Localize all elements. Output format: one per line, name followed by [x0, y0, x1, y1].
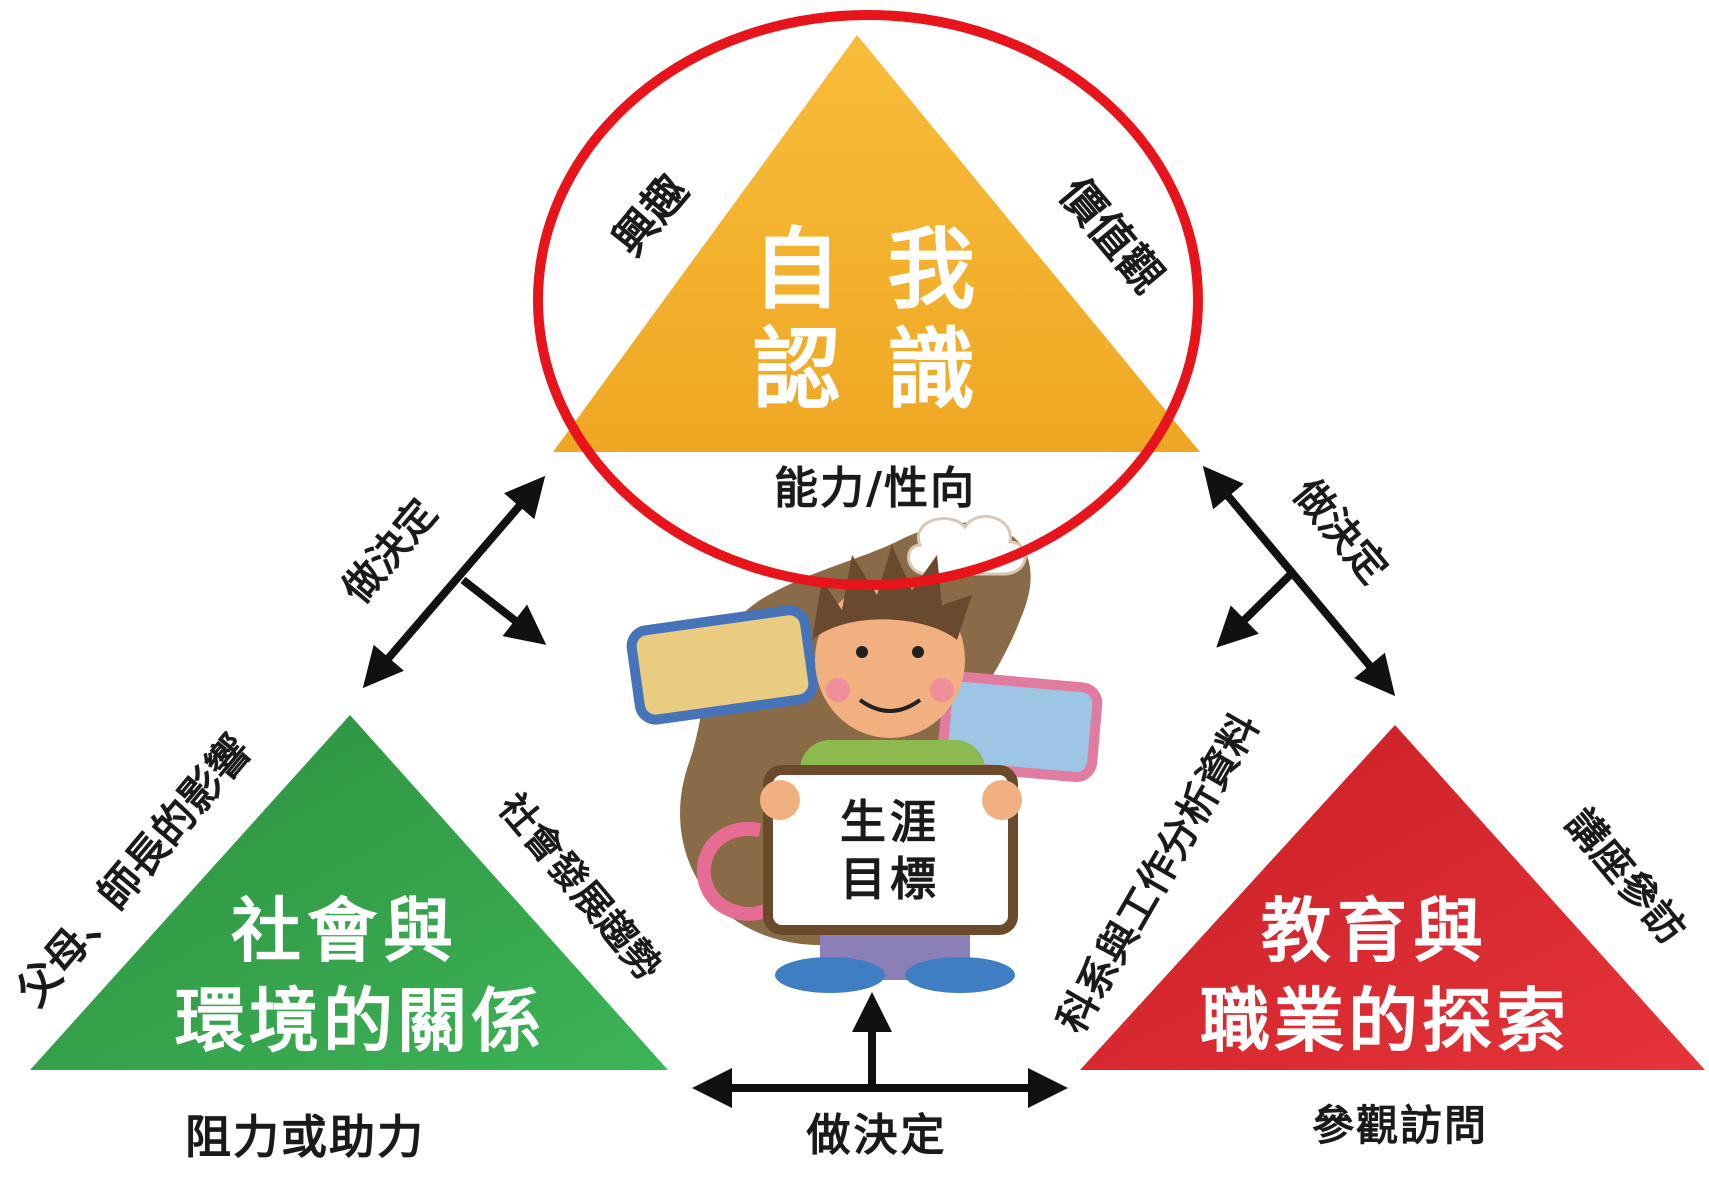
- decision-arrow-left: [362, 475, 547, 689]
- right-shoe: [905, 957, 1015, 993]
- blue-speech-card: [937, 671, 1103, 783]
- cloud-shape: [907, 514, 1027, 576]
- society-environment-title-line2: 環境的關係: [175, 980, 545, 1062]
- decision-label-bottom: 做決定: [806, 1110, 948, 1161]
- values-label: 價值觀: [1049, 168, 1174, 303]
- left-cheek: [826, 678, 850, 702]
- self-awareness-title-line2: 認 識: [753, 318, 984, 421]
- yellow-speech-card: [626, 605, 819, 725]
- decision-arrow-right: [1202, 465, 1396, 697]
- right-arrow-main: [1202, 465, 1396, 697]
- education-occupation-title-line1: 教育與: [1261, 890, 1489, 972]
- left-hand: [760, 780, 800, 820]
- left-arrow-branch: [460, 576, 547, 645]
- ability-aptitude-label: 能力/性向: [774, 463, 976, 514]
- decision-label-right: 做決定: [1283, 470, 1396, 592]
- decision-arrow-bottom: [692, 992, 1068, 1108]
- visit-interview-label: 參觀訪問: [1312, 1101, 1488, 1150]
- right-eye: [912, 646, 924, 658]
- self-awareness-block: 自 我 認 識 興趣 價值觀 能力/性向: [553, 35, 1200, 514]
- mouth: [858, 698, 922, 713]
- resistance-or-support-label: 阻力或助力: [185, 1110, 425, 1164]
- decision-label-left: 做決定: [333, 491, 446, 613]
- right-cheek: [930, 678, 954, 702]
- left-eye: [856, 646, 868, 658]
- career-goal-line1: 生涯: [840, 795, 940, 849]
- education-occupation-triangle: [1080, 725, 1705, 1070]
- society-environment-block: 社會與 環境的關係 父母、師長的影響 社會發展趨勢 阻力或助力: [7, 715, 670, 1164]
- student-character: 生涯 目標: [626, 514, 1103, 993]
- society-environment-title-line1: 社會與: [231, 890, 459, 972]
- left-arrow-main: [362, 475, 546, 689]
- education-occupation-block: 教育與 職業的探索 科系與工作分析資料 講座參訪 參觀訪問: [1049, 706, 1705, 1150]
- highlight-circle: [533, 10, 1203, 590]
- career-goal-line2: 目標: [840, 852, 940, 906]
- education-occupation-title-line2: 職業的探索: [1200, 980, 1570, 1062]
- right-arrow-branch: [1216, 572, 1293, 648]
- self-awareness-triangle: [553, 35, 1200, 452]
- left-shoe: [775, 957, 885, 993]
- society-environment-triangle: [30, 715, 668, 1070]
- self-awareness-title-line1: 自 我: [753, 218, 984, 321]
- career-goal-sign: [763, 765, 1018, 935]
- interest-label: 興趣: [603, 166, 699, 266]
- right-hand: [982, 780, 1022, 820]
- character-hair: [812, 545, 972, 640]
